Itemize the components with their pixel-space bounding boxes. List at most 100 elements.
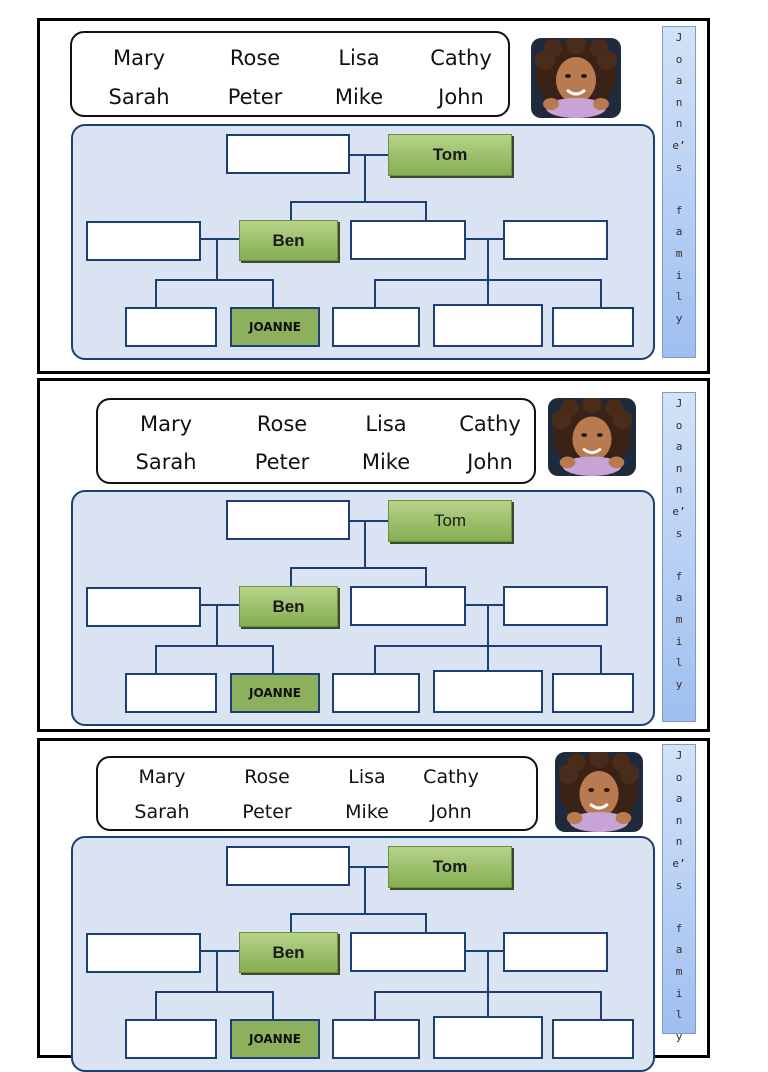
side-tab-letter: y [675,677,683,691]
blank-name-box[interactable] [226,134,350,174]
father-name-box: Ben [239,220,338,261]
blank-name-box[interactable] [433,1016,543,1059]
tree-connector [466,604,504,606]
side-tab-letter: l [675,656,683,670]
grandfather-name-box: Tom [388,846,512,888]
tree-connector [290,567,426,569]
tree-connector [600,645,602,675]
tree-connector [350,520,388,522]
blank-name-box[interactable] [125,673,217,713]
tree-connector [201,604,239,606]
tree-connector [374,991,601,993]
blank-name-box[interactable] [125,307,217,347]
tree-connector [425,567,427,587]
tree-connector [155,645,273,647]
side-tab-letter: J [675,749,683,762]
blank-name-box[interactable] [503,220,608,260]
blank-name-box[interactable] [125,1019,217,1059]
girl-portrait-icon [555,752,643,832]
name-bank-word: Mary [139,411,193,436]
tree-connector [487,604,489,670]
blank-name-box[interactable] [86,587,201,627]
name-bank-word: John [430,801,472,824]
tree-connector [487,238,489,304]
side-tab-letter: i [675,268,683,282]
side-tab-letter: i [675,634,683,648]
child-name-box: JOANNE [230,307,320,347]
name-bank-word: Rose [256,411,308,436]
side-tab-letter: a [675,792,683,806]
side-tab-letter: n [675,835,683,849]
blank-name-box[interactable] [332,673,420,713]
side-tab-letter: n [675,461,683,475]
tree-connector [374,279,376,309]
blank-name-box[interactable] [552,1019,634,1059]
side-tab-letter: o [675,418,683,432]
side-tab-letter: m [675,965,683,978]
tree-connector [600,991,602,1021]
tree-connector [155,991,157,1021]
side-tab-letter: e’ [672,139,686,152]
blank-name-box[interactable] [350,220,466,260]
tree-connector [290,913,292,933]
blank-name-box[interactable] [552,307,634,347]
name-bank-word: Lisa [365,411,407,436]
name-bank-word: Peter [242,801,292,824]
blank-name-box[interactable] [552,673,634,713]
blank-name-box[interactable] [503,932,608,972]
name-bank-word: Lisa [338,45,380,70]
side-tab-letter: J [675,397,683,410]
side-tab-letter: o [675,52,683,66]
child-name-box: JOANNE [230,1019,320,1059]
side-tab-letter: m [675,613,683,626]
blank-name-box[interactable] [86,933,201,973]
name-bank-word: Peter [227,84,283,109]
tree-connector [155,279,157,309]
blank-name-box[interactable] [433,670,543,713]
side-tab-letter: l [675,1008,683,1022]
blank-name-box[interactable] [503,586,608,626]
tree-connector [364,866,366,914]
side-tab-letter: f [675,569,683,583]
name-bank-word: Mike [361,449,411,474]
side-tab-letter: e’ [672,505,686,518]
side-tab-letter: n [675,117,683,131]
tree-connector [364,154,366,202]
blank-name-box[interactable] [332,1019,420,1059]
girl-photo [548,398,636,476]
child-name-box: JOANNE [230,673,320,713]
blank-name-box[interactable] [350,932,466,972]
side-tab-letter: e’ [672,857,686,870]
girl-photo [531,38,621,118]
tree-connector [201,950,239,952]
name-bank-word: Cathy [459,411,521,436]
blank-name-box[interactable] [332,307,420,347]
blank-name-box[interactable] [226,846,350,886]
name-bank-word: John [467,449,513,474]
blank-name-box[interactable] [226,500,350,540]
blank-name-box[interactable] [433,304,543,347]
side-tab-letter: J [675,31,683,44]
side-tab-letter: n [675,95,683,109]
tree-connector [290,567,292,587]
name-bank-word: Mary [112,45,166,70]
name-bank-word: Lisa [348,766,386,789]
side-tab-letter: s [675,878,683,892]
father-name-box: Ben [239,586,338,627]
tree-connector [216,238,218,280]
side-tab-letter: a [675,74,683,88]
blank-name-box[interactable] [350,586,466,626]
side-tab-letter: n [675,813,683,827]
side-tab-letter: s [675,526,683,540]
tree-connector [374,645,601,647]
tree-connector [425,201,427,221]
blank-name-box[interactable] [86,221,201,261]
name-bank-word: Cathy [423,766,479,789]
